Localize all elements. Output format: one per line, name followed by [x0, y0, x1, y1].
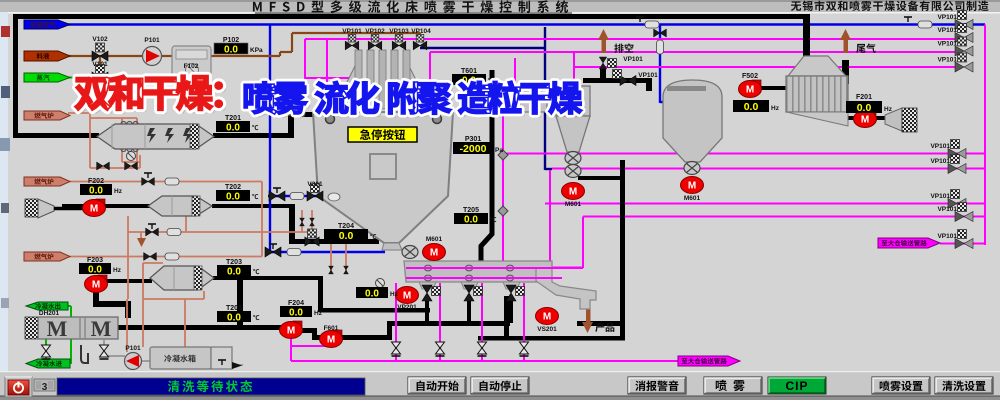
svg-text:0.0: 0.0: [339, 230, 354, 242]
svg-text:T601: T601: [461, 68, 477, 75]
svg-text:V102: V102: [92, 36, 108, 43]
svg-text:P102: P102: [223, 37, 239, 44]
svg-text:Hz: Hz: [314, 310, 323, 317]
svg-text:VP101: VP101: [930, 143, 950, 150]
svg-text:VP101: VP101: [937, 14, 957, 21]
svg-text:0.0: 0.0: [88, 265, 102, 276]
svg-text:Hz: Hz: [113, 267, 122, 274]
svg-text:0.0: 0.0: [89, 186, 103, 197]
svg-text:VP101: VP101: [937, 57, 957, 64]
svg-text:F202: F202: [88, 178, 104, 185]
svg-text:P101: P101: [125, 345, 141, 352]
svg-text:M601: M601: [426, 236, 443, 243]
svg-text:V101: V101: [92, 61, 108, 68]
svg-text:VP101: VP101: [937, 27, 957, 34]
svg-text:0.0: 0.0: [224, 45, 238, 56]
svg-text:VP101: VP101: [638, 72, 658, 79]
svg-text:T205: T205: [463, 207, 479, 214]
svg-text:T202: T202: [225, 184, 241, 191]
svg-text:Pa: Pa: [495, 147, 503, 154]
svg-text:CIP: CIP: [785, 379, 808, 393]
svg-text:0.0: 0.0: [857, 102, 872, 114]
svg-text:0.0: 0.0: [744, 101, 759, 113]
svg-text:VP101: VP101: [930, 158, 950, 165]
svg-text:M601: M601: [684, 195, 701, 202]
svg-text:VP101: VP101: [937, 41, 957, 48]
svg-text:F502: F502: [742, 73, 758, 80]
svg-text:T203: T203: [226, 305, 242, 312]
svg-text:-2000: -2000: [460, 143, 487, 155]
svg-text:P101: P101: [144, 37, 160, 44]
svg-text:VP102: VP102: [365, 28, 385, 35]
svg-text:T203: T203: [226, 259, 242, 266]
svg-text:T204: T204: [338, 223, 354, 230]
svg-text:VP101: VP101: [937, 233, 957, 240]
svg-text:VP101: VP101: [930, 193, 950, 200]
svg-text:T201: T201: [225, 115, 241, 122]
svg-text:VS201: VS201: [537, 326, 557, 333]
svg-text:Hz: Hz: [771, 105, 780, 112]
svg-text:F201: F201: [856, 94, 872, 101]
svg-text:VP104: VP104: [411, 28, 431, 35]
svg-text:0.0: 0.0: [226, 123, 240, 134]
svg-text:VP103: VP103: [389, 28, 409, 35]
svg-text:F601: F601: [324, 325, 339, 332]
svg-text:0.0: 0.0: [226, 192, 240, 203]
svg-text:VP201: VP201: [397, 304, 417, 311]
svg-text:0.0: 0.0: [227, 267, 241, 278]
svg-text:M: M: [47, 316, 68, 341]
svg-text:Hz: Hz: [114, 188, 123, 195]
svg-text:VP101: VP101: [937, 206, 957, 213]
svg-text:M: M: [91, 316, 112, 341]
svg-text:P301: P301: [465, 136, 481, 143]
svg-text:Hz: Hz: [884, 106, 893, 113]
svg-text:0.0: 0.0: [464, 215, 478, 226]
svg-text:0.0: 0.0: [365, 289, 379, 300]
svg-text:DH201: DH201: [39, 310, 60, 317]
svg-text:F204: F204: [288, 300, 304, 307]
svg-text:0.0: 0.0: [227, 313, 241, 324]
svg-text:F102: F102: [184, 63, 199, 70]
svg-text:F203: F203: [87, 257, 103, 264]
svg-text:Hz: Hz: [390, 291, 399, 298]
svg-text:VP101: VP101: [623, 56, 643, 63]
svg-text:V301: V301: [307, 181, 323, 188]
svg-text:VP101: VP101: [342, 28, 362, 35]
svg-text:0.0: 0.0: [289, 308, 303, 319]
svg-text:KPa: KPa: [250, 47, 263, 54]
svg-text:M601: M601: [565, 201, 582, 208]
svg-text:3: 3: [42, 382, 48, 393]
